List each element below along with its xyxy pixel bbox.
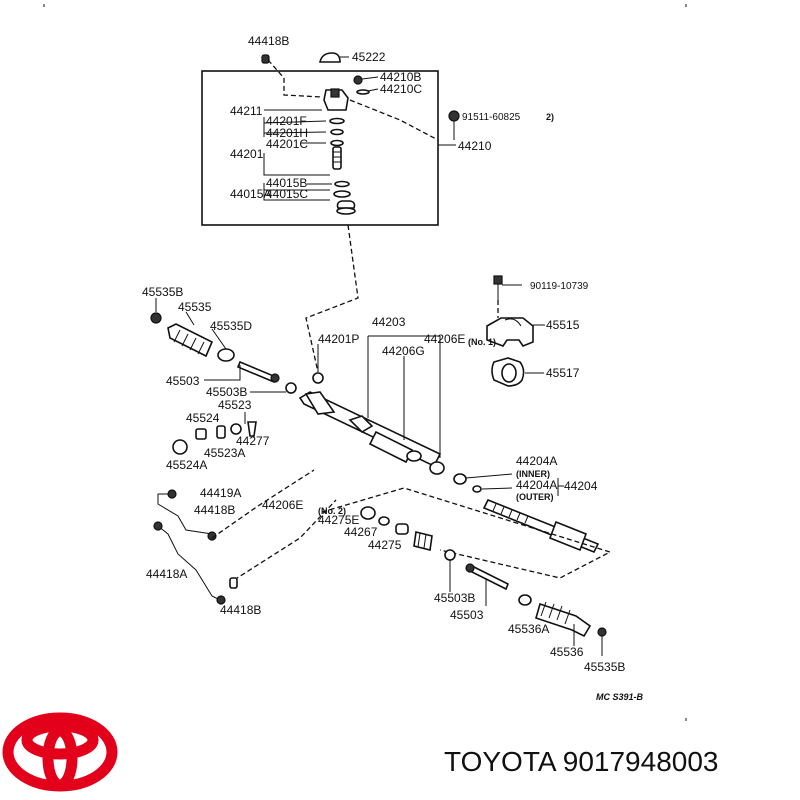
label-91511-60825: 91511-60825	[462, 112, 521, 123]
clamp-45536A	[518, 594, 532, 606]
label-45503-right: 45503	[450, 608, 484, 622]
rack-bar	[482, 498, 600, 554]
label-44201C: 44201C	[266, 137, 308, 151]
rack-housing	[298, 372, 442, 468]
label-no2: (No. 2)	[318, 506, 346, 516]
part-91511-60825	[448, 110, 460, 140]
label-90119-10739: 90119-10739	[530, 281, 589, 292]
label-44201H: 44201H	[266, 126, 308, 140]
ring-44206G	[429, 461, 445, 475]
label-44275E: 44275E	[318, 513, 359, 527]
nut-45503B-right	[444, 549, 456, 561]
label-44418B-mid: 44418B	[194, 503, 235, 517]
ring-44206E-no2	[360, 506, 376, 520]
label-44418B-bot: 44418B	[220, 603, 261, 617]
corner-mark	[43, 4, 687, 721]
label-45515: 45515	[546, 318, 580, 332]
valve-assembly-box	[201, 70, 439, 226]
part-44418B-top	[261, 54, 270, 64]
label-outer: (OUTER)	[516, 492, 554, 502]
label-45523: 45523	[218, 398, 252, 412]
label-44201P: 44201P	[318, 332, 359, 346]
label-44210: 44210	[458, 139, 492, 153]
label-45524: 45524	[186, 411, 220, 425]
label-45535B-right: 45535B	[584, 660, 625, 674]
part-44267	[395, 523, 409, 535]
label-45503B-right: 45503B	[434, 591, 475, 605]
label-44015B: 44015B	[266, 176, 307, 190]
seal-stack	[329, 117, 356, 215]
valve-body	[323, 75, 370, 111]
label-44204: 44204	[564, 479, 598, 493]
label-no1: (No. 1)	[468, 337, 496, 347]
label-44418B-top: 44418B	[248, 34, 289, 48]
diagram-code: MC S391-B	[596, 692, 644, 702]
label-44206E-top: 44206E	[424, 332, 465, 346]
label-45535B-left: 45535B	[142, 285, 183, 299]
label-44206E-mid: 44206E	[262, 498, 303, 512]
label-45536A: 45536A	[508, 622, 549, 636]
label-44015C: 44015C	[266, 187, 308, 201]
pressure-line-44419A	[157, 489, 217, 541]
label-45536: 45536	[550, 645, 584, 659]
label-44210C: 44210C	[380, 82, 422, 96]
label-45503B-left: 45503B	[206, 385, 247, 399]
tie-rod-left	[236, 360, 297, 394]
ring-44204A-outer	[472, 485, 482, 493]
label-45535D: 45535D	[210, 319, 252, 333]
label-44277: 44277	[236, 434, 270, 448]
label-44015A: 44015A	[230, 187, 271, 201]
label-45535-left: 45535	[178, 300, 212, 314]
label-45523A: 45523A	[204, 446, 245, 460]
boot-45536-right	[535, 601, 607, 638]
toyota-logo	[2, 712, 118, 792]
label-45222: 45222	[352, 50, 386, 64]
part-45524	[195, 428, 207, 440]
label-44275: 44275	[368, 538, 402, 552]
clip-45535B-left	[150, 312, 162, 324]
part-45524A	[172, 439, 188, 455]
brand-part-number: TOYOTA 9017948003	[444, 746, 719, 777]
label-44204A-1: 44204A	[516, 454, 557, 468]
part-45523	[230, 423, 242, 435]
label-44201: 44201	[230, 147, 264, 161]
part-44275	[413, 531, 433, 551]
label-44210B: 44210B	[380, 70, 421, 84]
bolt-90119	[493, 275, 522, 300]
label-44204A-2: 44204A	[516, 478, 557, 492]
tie-rod-right	[465, 563, 510, 591]
label-45503-left: 45503	[166, 374, 200, 388]
label-44211: 44211	[230, 104, 263, 118]
label-44419A: 44419A	[200, 486, 241, 500]
ring-44275E	[378, 516, 390, 526]
label-45517: 45517	[546, 366, 580, 380]
bracket-45515	[486, 317, 545, 347]
part-44277	[247, 421, 257, 437]
label-45524A: 45524A	[166, 458, 207, 472]
label-44203: 44203	[372, 315, 406, 329]
bushing-45517	[491, 357, 544, 387]
label-note-2: 2)	[546, 112, 554, 122]
label-inner: (INNER)	[516, 469, 550, 479]
return-line-44418A	[153, 521, 226, 605]
label-44418A: 44418A	[146, 567, 187, 581]
label-44206G: 44206G	[382, 344, 425, 358]
ring-44204A-inner	[453, 473, 467, 485]
part-45222	[319, 52, 349, 63]
label-44201F: 44201F	[266, 114, 307, 128]
boot-45535-left	[167, 323, 235, 362]
label-44267: 44267	[344, 525, 378, 539]
part-45523A	[216, 425, 226, 439]
